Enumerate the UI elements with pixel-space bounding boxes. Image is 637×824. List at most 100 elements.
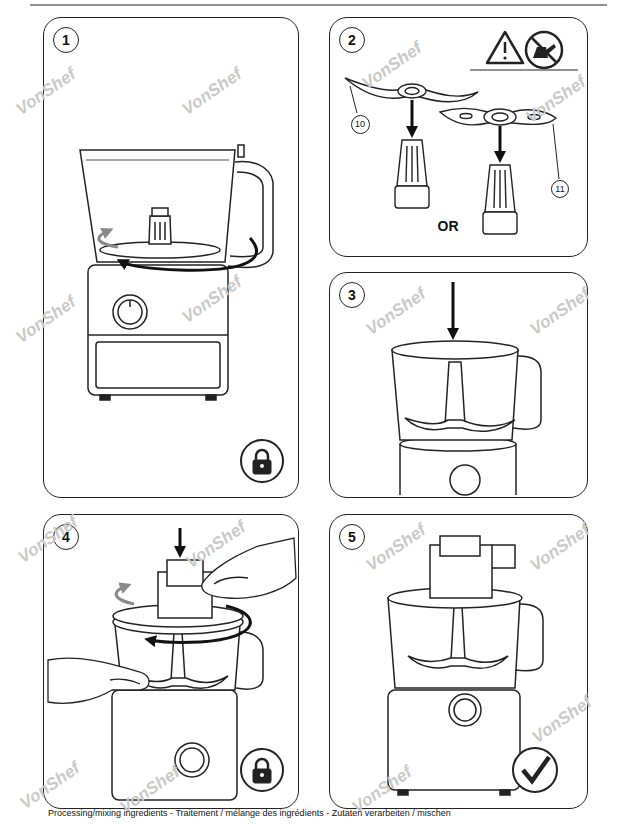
- drive-shaft: [395, 140, 429, 208]
- bowl: [86, 160, 229, 161]
- bowl: [238, 145, 244, 157]
- drive-shaft: [395, 186, 429, 208]
- watermark: VonShef: [358, 38, 425, 94]
- watermark: VonShef: [362, 284, 429, 340]
- bowl: [451, 606, 465, 660]
- down-arrow: [453, 282, 454, 334]
- warning-icons: [532, 38, 556, 62]
- warning-icons: [504, 42, 507, 53]
- bowl: [492, 545, 515, 568]
- warning-icons: [503, 56, 506, 59]
- warning-icons: [470, 70, 578, 71]
- rotate-arrows: [99, 231, 118, 247]
- lock-icon: [256, 759, 268, 770]
- bowl: [230, 172, 263, 257]
- chopping-blade: [350, 86, 357, 113]
- watermark: VonShef: [526, 520, 593, 576]
- processor-base: [398, 790, 408, 795]
- step-number: 3: [339, 282, 365, 308]
- processor-base: [450, 465, 480, 495]
- hand: [48, 538, 296, 703]
- watermark: VonShef: [12, 292, 79, 348]
- rotate-arrows: [150, 606, 250, 642]
- check-icon: [523, 757, 549, 781]
- processor-base: [118, 300, 142, 324]
- processor-base: [449, 694, 481, 726]
- bowl: [80, 145, 273, 267]
- processor-base: [113, 295, 147, 329]
- bowl: [164, 222, 166, 240]
- watermark: VonShef: [526, 284, 593, 340]
- lock-icon: [260, 464, 264, 468]
- warning-icons: [470, 32, 578, 70]
- bowl: [388, 536, 543, 688]
- bowl: [80, 150, 235, 262]
- down-arrow: [180, 528, 181, 552]
- bowl: [236, 632, 263, 689]
- kneading-paddle: [492, 113, 508, 121]
- lock-icon: [241, 749, 283, 791]
- watermark: VonShef: [528, 692, 595, 748]
- chopping-blade: [398, 84, 426, 98]
- step-number: 5: [339, 524, 365, 550]
- lock-icon: [253, 460, 271, 474]
- processor-base: [206, 395, 216, 400]
- step-panel: 1: [43, 17, 299, 498]
- callout-number: 10: [351, 115, 370, 134]
- bowl: [513, 356, 541, 429]
- drive-shaft: [411, 146, 412, 182]
- drive-shaft: [417, 146, 418, 182]
- bowl: [408, 656, 508, 668]
- processor-base: [500, 790, 510, 795]
- down-arrow: [179, 528, 182, 552]
- bowl: [152, 208, 168, 216]
- caption: Processing/mixing ingredients - Traiteme…: [48, 808, 451, 818]
- bowl: [388, 598, 520, 688]
- processor-base: [88, 265, 228, 395]
- processor-base: [88, 334, 228, 336]
- kneading-paddle: [484, 109, 516, 125]
- drive-shaft: [397, 140, 427, 186]
- bowl: [392, 341, 541, 440]
- down-arrow: [412, 100, 413, 132]
- bowl: [154, 222, 156, 240]
- chopping-blade: [405, 88, 419, 95]
- drive-shaft: [494, 170, 495, 208]
- drive-shaft: [483, 165, 517, 234]
- top-rule: [30, 5, 607, 6]
- step-panel: 2: [329, 17, 588, 257]
- drive-shaft: [499, 170, 500, 208]
- down-arrow: [452, 282, 455, 334]
- lock-icon: [256, 450, 268, 461]
- lock-icon: [253, 769, 271, 783]
- kneading-paddle: [460, 114, 472, 119]
- bowl: [392, 350, 518, 440]
- down-arrow: [411, 100, 414, 132]
- processor-base: [96, 342, 220, 388]
- processor-base: [180, 748, 204, 772]
- watermark: VonShef: [12, 64, 79, 120]
- or-label: OR: [438, 218, 459, 234]
- step-number: 1: [53, 27, 79, 53]
- lock-icon: [241, 440, 283, 482]
- watermark: VonShef: [182, 517, 249, 573]
- processor-base: [88, 265, 228, 400]
- rotate-arrows: [99, 231, 257, 270]
- bowl: [392, 341, 518, 359]
- check-icon: [513, 748, 557, 792]
- bowl: [228, 162, 273, 268]
- watermark: VonShef: [362, 520, 429, 576]
- hand: [110, 679, 140, 684]
- watermark: VonShef: [178, 272, 245, 328]
- callout-number: 11: [551, 180, 569, 198]
- watermark: VonShef: [522, 72, 589, 128]
- rotate-arrows: [116, 586, 134, 604]
- warning-icons: [526, 32, 562, 68]
- bowl: [445, 362, 465, 425]
- processor-base: [400, 437, 516, 495]
- step-number: 2: [339, 27, 365, 53]
- lock-icon: [241, 749, 283, 791]
- drive-shaft: [483, 212, 517, 234]
- processor-base: [454, 699, 476, 721]
- bowl: [149, 216, 171, 244]
